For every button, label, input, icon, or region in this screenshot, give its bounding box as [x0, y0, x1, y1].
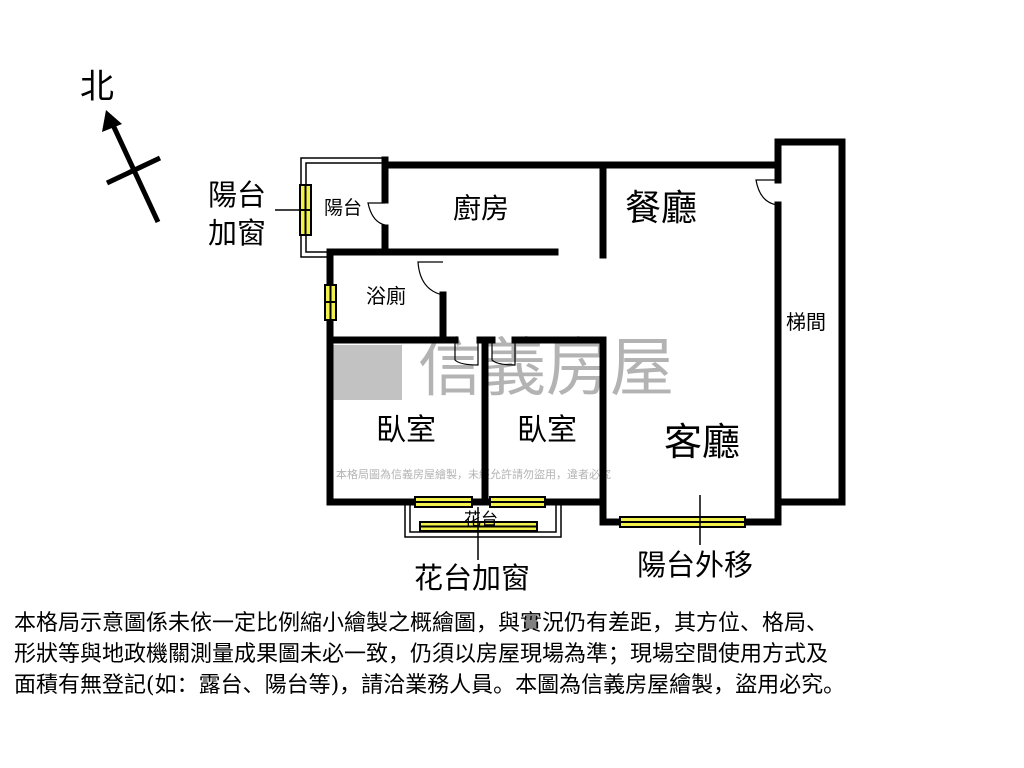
leader-lines: [275, 209, 701, 560]
watermark-brand: 信義房屋: [418, 332, 674, 406]
disclaimer: 本格局示意圖係未依一定比例縮小繪製之概繪圖，與實況仍有差距，其方位、格局、 形狀…: [14, 608, 1014, 701]
watermark: 信義房屋 本格局圖為信義房屋繪製，未經允許請勿盜用，違者必究: [333, 332, 674, 481]
door-icon: [417, 261, 444, 296]
brand-logo-icon: [333, 345, 402, 400]
door-icon: [367, 202, 386, 226]
label-balcony-moved-out: 陽台外移: [637, 548, 753, 582]
walls: [326, 138, 846, 526]
doors: [367, 179, 779, 366]
label-flower-bed-window: 花台加窗: [414, 561, 530, 595]
label-flower-bed: 花台: [464, 510, 498, 530]
label-balcony: 陽台: [324, 197, 362, 219]
disclaimer-line: 本格局示意圖係未依一定比例縮小繪製之概繪圖，與實況仍有差距，其方位、格局、: [14, 611, 829, 636]
watermark-notice: 本格局圖為信義房屋繪製，未經允許請勿盜用，違者必究: [336, 467, 611, 481]
label-kitchen: 廚房: [453, 192, 509, 225]
door-icon: [755, 179, 779, 206]
label-stairs: 梯間: [786, 310, 826, 334]
door-icon: [454, 340, 479, 366]
disclaimer-line: 面積有無登記(如：露台、陽台等)，請洽業務人員。本圖為信義房屋繪製，盜用必究。: [14, 673, 846, 698]
north-label: 北: [80, 67, 114, 107]
label-living: 客廳: [664, 420, 740, 464]
label-bedroom-1: 臥室: [376, 413, 436, 448]
door-icon: [491, 340, 516, 366]
label-bedroom-2: 臥室: [517, 413, 577, 448]
label-bathroom: 浴廁: [366, 284, 406, 308]
label-balcony-window-2: 加窗: [208, 216, 266, 250]
disclaimer-line: 形狀等與地政機關測量成果圖未必一致，仍須以房屋現場為準；現場空間使用方式及: [14, 642, 829, 667]
label-dining: 餐廳: [625, 188, 697, 229]
label-balcony-window-1: 陽台: [208, 178, 266, 212]
north-arrow-icon: [102, 110, 162, 224]
